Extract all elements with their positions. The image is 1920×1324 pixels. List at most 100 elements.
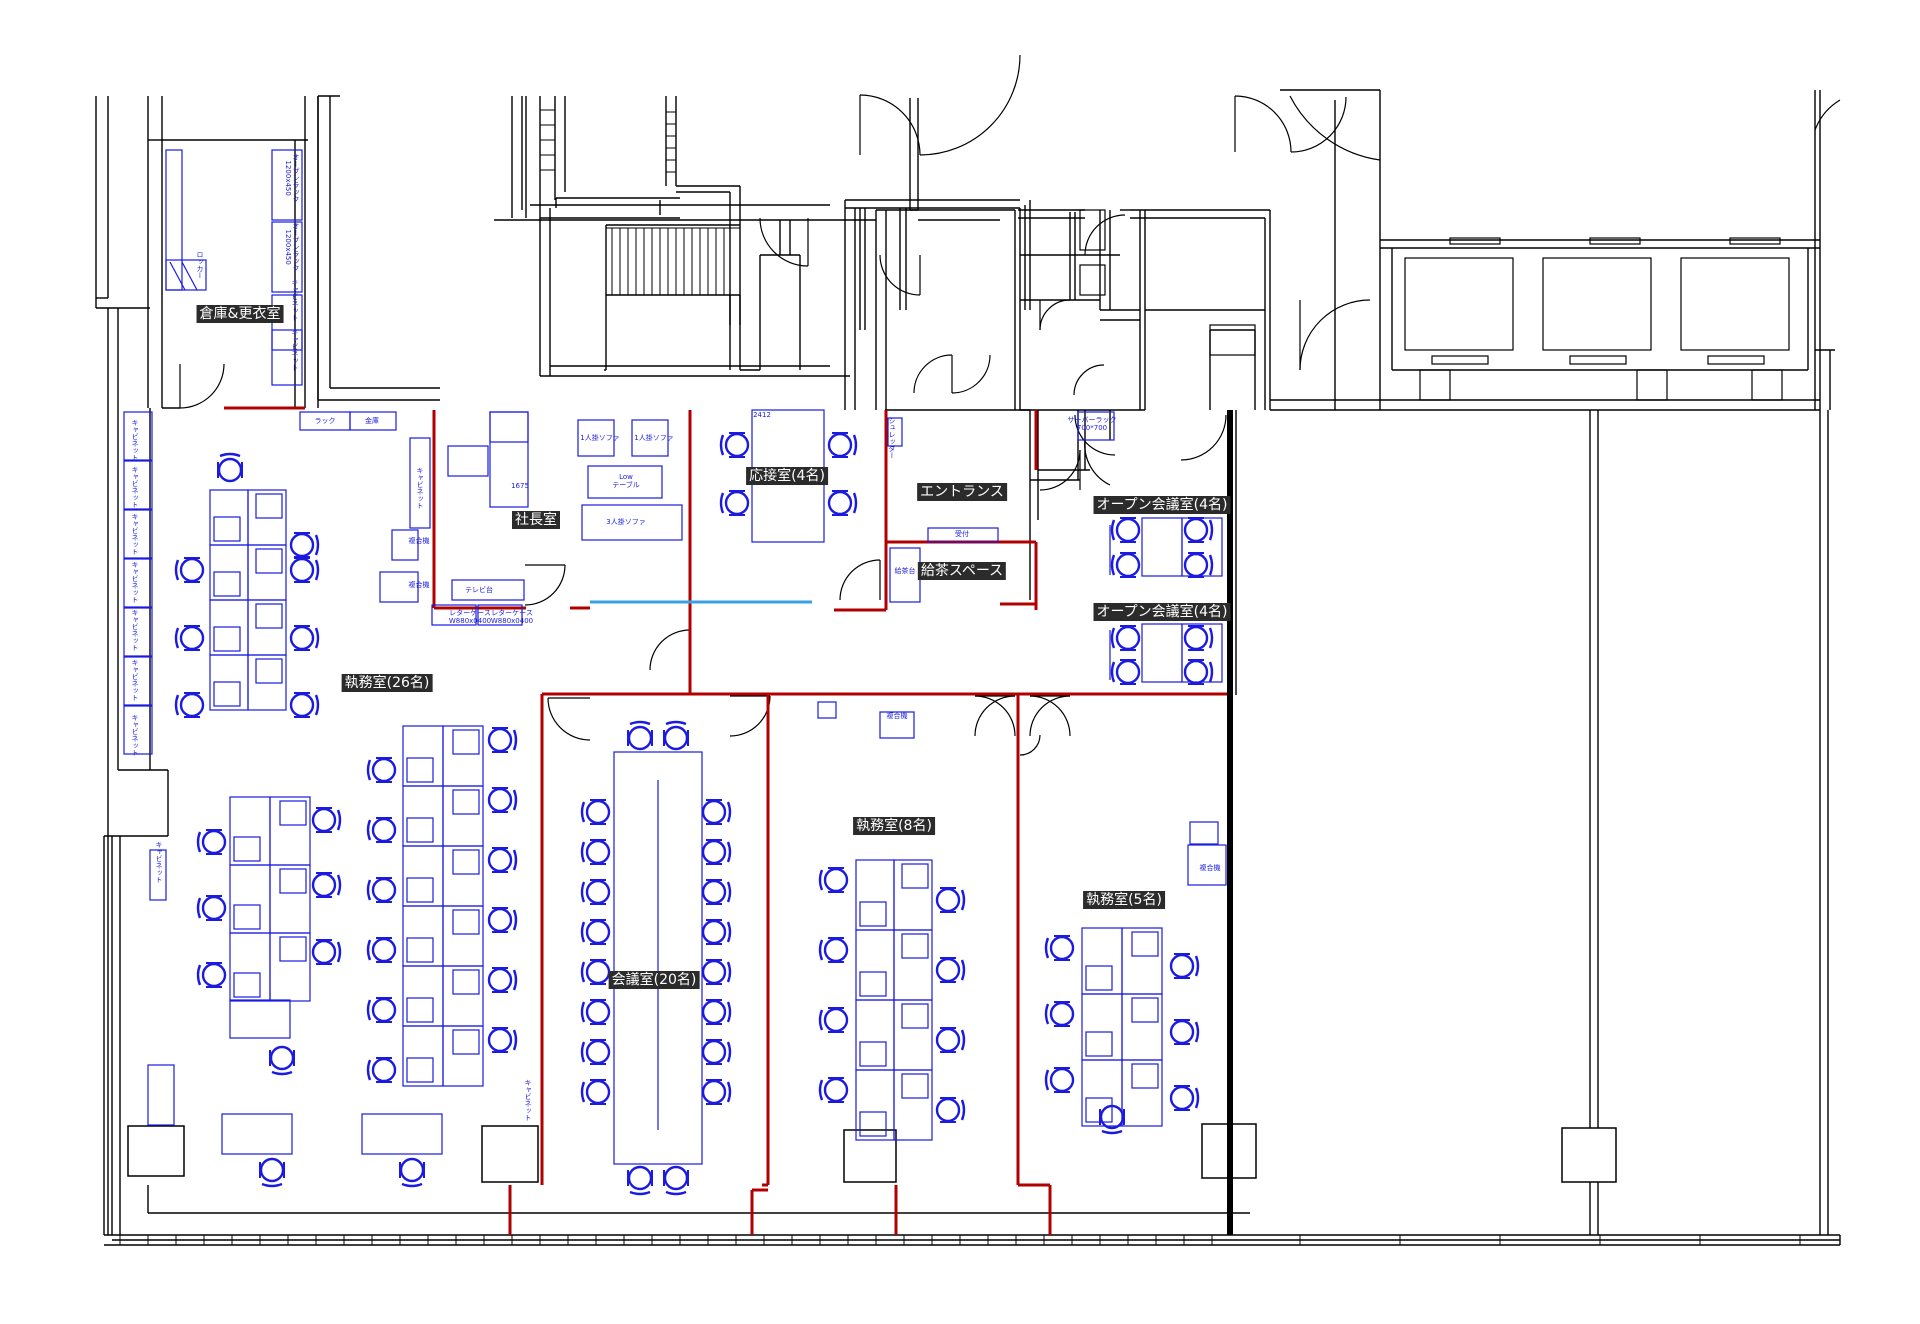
chair [580,879,611,905]
island-b-desk [442,1025,484,1087]
shredder [1189,821,1219,845]
chair [1110,659,1141,685]
island-d-drawer [901,933,929,959]
island-c-drawer [233,904,261,930]
chair [399,1157,425,1188]
low-table-label: Low テーブル [612,473,640,489]
island-b-drawer [406,997,434,1023]
chair [663,720,689,751]
island-b-drawer [452,909,480,935]
copier-label-2: 複合機 [408,581,430,589]
cabinet [123,558,153,608]
island-d-drawer [901,1003,929,1029]
shredder-label-1: シュレッダー [888,417,896,459]
island-e-drawer [1085,965,1113,991]
chair [1169,953,1200,979]
chair [1183,659,1214,685]
island-a-drawer [255,493,283,519]
cabinet-label-4: キャビネット [131,561,139,603]
cabinet [123,460,153,510]
island-b-drawer [406,877,434,903]
island-c-desk [229,932,271,1002]
chair [701,1039,732,1065]
island-c-desk [269,864,311,934]
chair [196,829,227,855]
island-b-desk [402,785,444,847]
chair [487,727,518,753]
desk [221,1113,293,1155]
cabinet-label-5: キャビネット [131,609,139,651]
chair [818,937,849,963]
table [1141,517,1183,577]
chair [487,1027,518,1053]
island-b-drawer [452,849,480,875]
desk [489,411,529,443]
island-b-drawer [406,757,434,783]
island-e-desk [1121,927,1163,995]
chair [627,1165,653,1196]
table [1181,517,1223,577]
chair [701,959,732,985]
island-b-desk [442,785,484,847]
cabinet-label-6: キャビネット [131,659,139,701]
sofa [577,419,615,457]
room-label-office-26: 執務室(26名) [341,674,433,692]
table [1141,623,1183,683]
cabinet-label-8: キャビネット [416,467,424,509]
room-label-storage: 倉庫&更衣室 [196,305,284,323]
island-e-desk [1121,993,1163,1061]
letter-case-label-2: レターケース W880x0400 [490,609,534,625]
island-d-desk [855,999,895,1071]
locker-label: ロッカー [196,251,204,279]
room-label-office-8: 執務室(8名) [853,817,935,835]
cabinet-label-2: キャビネット [131,466,139,508]
island-b-drawer [452,1029,480,1055]
cabinet-label-a: キャビネット [291,279,299,321]
copier-label-3: 複合機 [886,712,908,720]
rack-label: ラック [314,417,336,425]
low-table [587,465,663,499]
shredder [817,701,837,719]
chair [196,895,227,921]
island-b-desk [442,725,484,787]
island-d-drawer [901,1073,929,1099]
room-label-president: 社長室 [512,511,560,529]
tea-counter [889,547,921,603]
furniture-layer [123,149,1227,1196]
chair [289,557,320,583]
island-d-desk [893,929,933,1001]
sofa-label-a: 1人掛ソファ [580,434,620,442]
island-a-drawer [213,626,241,652]
cabinet [147,1064,175,1126]
chair [701,999,732,1025]
chair [1169,1085,1200,1111]
island-b-drawer [452,789,480,815]
island-c-drawer [279,868,307,894]
copier-label-4: 複合機 [1199,864,1221,872]
open-rack-label-2: オープンラック 1200x450 [284,222,300,272]
open-rack [271,221,303,293]
chair [627,720,653,751]
table [1181,623,1223,683]
locker-unit [165,259,207,291]
island-a-desk [247,654,287,711]
island-e-drawer [1085,1031,1113,1057]
copier [1187,844,1227,886]
island-c-desk [229,864,271,934]
island-e-drawer [1131,997,1159,1023]
cabinet [123,607,153,657]
chair [289,692,320,718]
island-b-desk [402,905,444,967]
island-b-drawer [452,729,480,755]
island-d-desk [855,859,895,931]
island-c-drawer [279,936,307,962]
chair [580,1079,611,1105]
island-d-drawer [859,1041,887,1067]
island-e-desk [1081,927,1123,995]
armchair [447,445,489,477]
island-d-drawer [859,971,887,997]
chair [818,867,849,893]
chair [289,532,320,558]
island-c-desk [269,796,311,866]
chair [827,490,858,516]
